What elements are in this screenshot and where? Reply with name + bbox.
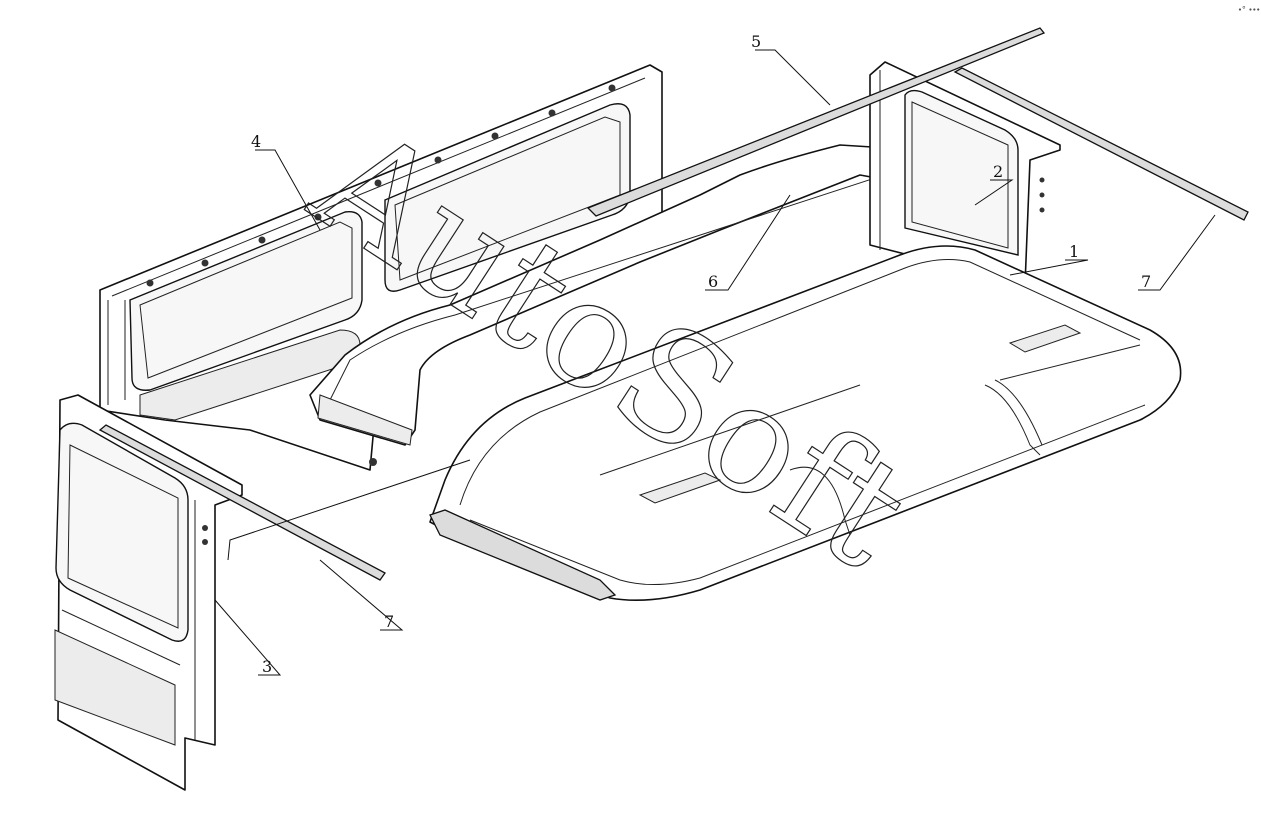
roof-vent-rear — [1008, 324, 1082, 353]
callout-4: 4 — [251, 132, 261, 151]
drip-rail — [586, 27, 1046, 217]
roof-panel — [429, 245, 1182, 602]
front-end-panel — [54, 394, 243, 791]
rear-end-panel — [869, 61, 1061, 286]
callout-7-rear: 7 — [1141, 272, 1151, 291]
side-window-front — [384, 103, 631, 292]
callout-1: 1 — [1069, 242, 1079, 261]
seal-strip-front — [98, 424, 386, 581]
side-panel — [99, 64, 663, 471]
side-window-rear — [129, 211, 363, 391]
callout-6: 6 — [708, 272, 718, 291]
side-lower-recess — [139, 329, 361, 421]
corner-mark: ∙° ∙∙∙ — [1238, 5, 1260, 14]
front-panel-window — [55, 422, 189, 642]
callout-3: 3 — [262, 657, 272, 676]
roof-vent-front — [638, 472, 722, 504]
rear-panel-window — [904, 89, 1019, 256]
seal-strip-rear — [953, 67, 1249, 221]
callout-2: 2 — [993, 162, 1003, 181]
callout-5: 5 — [751, 32, 761, 51]
callout-7-front: 7 — [384, 612, 394, 631]
